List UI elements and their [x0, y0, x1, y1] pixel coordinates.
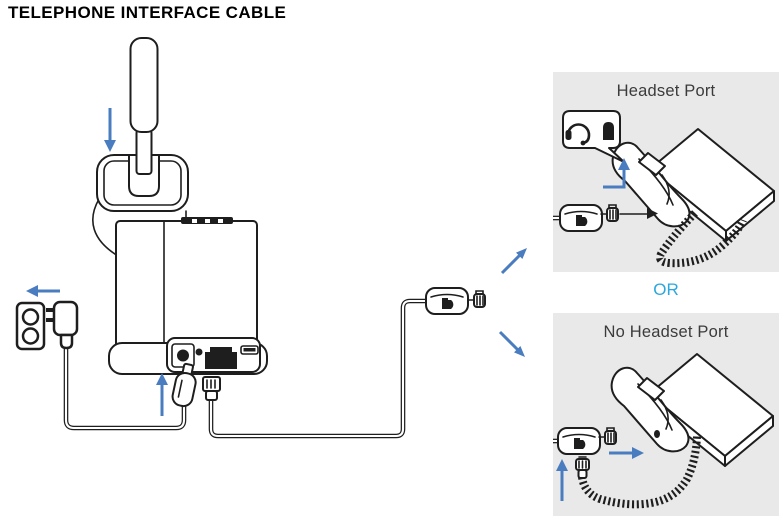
usb-port: [240, 345, 259, 355]
power-adapter: [46, 300, 79, 350]
left-arrow-icon: [26, 285, 60, 297]
headset-port-label: Headset Port: [616, 82, 716, 100]
telephone-cable-plug: [202, 373, 221, 401]
headset-earpiece: [129, 37, 159, 175]
up-right-arrow-icon: [500, 248, 527, 275]
handset-coil-cord: [656, 210, 747, 268]
inline-connector: [553, 204, 619, 232]
rear-port-panel: [166, 337, 261, 373]
line-port-dot: [654, 430, 660, 438]
bent-up-arrow-icon: [603, 158, 630, 189]
down-arrow-icon: [104, 108, 116, 152]
desk-phone: [611, 128, 775, 242]
phone-jack-port: [205, 347, 237, 369]
line-cord-plug: [575, 456, 590, 479]
rj-plug: [598, 427, 617, 445]
line-coil-cord: [578, 435, 701, 509]
no-headset-port-illustration: [553, 353, 774, 509]
no-headset-port-panel: No Headset Port: [553, 313, 779, 516]
base-station: [108, 217, 268, 375]
headset-port-illustration: [553, 110, 775, 268]
wall-outlet: [15, 301, 46, 351]
main-setup-diagram: [15, 37, 527, 439]
down-right-arrow-icon: [498, 330, 525, 357]
speech-bubble: [562, 110, 625, 163]
no-headset-port-label: No Headset Port: [603, 323, 729, 341]
inline-connector: [553, 427, 617, 479]
headset-icon: [565, 123, 591, 146]
telephone-cable: [208, 298, 426, 439]
power-cable: [63, 346, 187, 431]
plug-tip: [647, 208, 658, 219]
page-title: TELEPHONE INTERFACE CABLE: [8, 3, 287, 22]
cradle-arm: [92, 198, 119, 257]
power-barrel-plug: [171, 362, 197, 408]
inline-connector: [425, 287, 486, 315]
rj-plug: [467, 290, 486, 308]
headset-port-panel: Headset Port: [553, 72, 779, 272]
up-arrow-icon: [156, 373, 168, 416]
rj-plug: [600, 204, 619, 222]
recessed-button: [195, 348, 203, 356]
or-label: OR: [653, 280, 679, 299]
up-arrow-icon: [556, 459, 568, 501]
right-arrow-icon: [609, 447, 644, 459]
handset-jack-icon: [603, 122, 614, 140]
